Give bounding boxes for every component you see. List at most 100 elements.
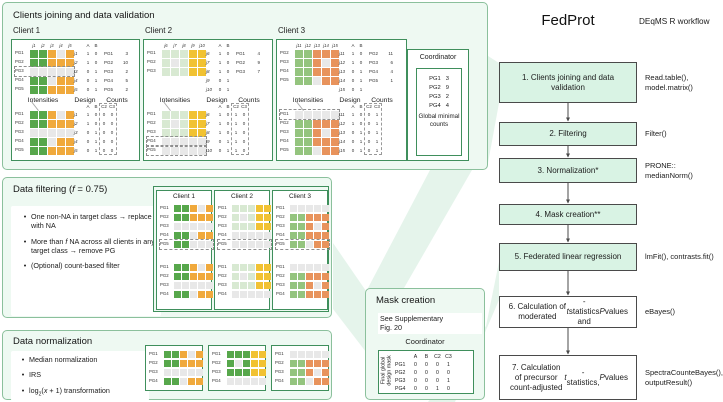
design-value: 0 [367,121,371,126]
matrix-cell [322,241,329,248]
pg-label: PG3 [104,69,114,74]
matrix-cell [171,49,179,58]
count-value: 10 [122,60,128,65]
matrix-row: PG1 [212,350,266,359]
design-col-label: C2 [233,104,239,109]
matrix-cell [180,119,188,128]
client-name: Client 2 [145,26,173,35]
matrix-cell [190,214,197,221]
filtering-panel: Data filtering (f = 0.75) •One non-NA in… [2,177,332,318]
matrix-cell [322,369,329,376]
bullet-item: •More than f NA across all clients in an… [19,237,159,256]
matrix-cell [259,378,266,385]
text-part: -statistics, [566,367,600,387]
bullet-dot: • [21,385,25,395]
matrix-cell [248,273,255,280]
pg-label: PG4 [15,138,24,144]
design-value: 0 [102,130,106,135]
matrix-cell [298,378,305,385]
design-value: 0 [367,130,371,135]
matrix-cell [314,282,321,289]
matrix-row: PG3 [275,368,329,377]
matrix-cell [298,205,305,212]
design-value: 1 [375,121,379,126]
counts-caption: Counts [371,97,393,104]
matrix-row: PG3 [276,222,329,231]
matrix-cell [171,128,179,137]
sample-label: j11 [339,51,345,56]
matrix-cell [290,214,297,221]
matrix-row: PG2 [218,272,271,281]
pg-label: PG2 [280,50,289,56]
matrix-cell [198,110,206,119]
matrix-cell [264,282,271,289]
matrix-cell [30,58,38,67]
matrix-cell [232,264,239,271]
design-col-label: A [86,43,90,48]
matrix-cell [174,291,181,298]
text-part: One non-NA in target class → replace wit… [31,212,152,231]
matrix-cell [57,128,65,137]
matrix-cell [39,110,47,119]
pg-label: PG4 [218,232,227,238]
design-value: 1 [234,148,238,153]
pg-label: PG1 [276,264,285,270]
matrix-cell [189,128,197,137]
design-value: 0 [218,148,222,153]
pg-label: PG5 [15,147,24,153]
bullet-text: More than f NA across all clients in any… [31,237,159,256]
design-col-label: C3 [374,104,380,109]
matrix-cell [304,67,312,76]
text-part: ( [41,385,44,395]
design-value: 0 [226,112,230,117]
sample-label: j2 [74,60,78,65]
pg-label: PG2 [218,214,227,220]
matrix-cell [198,49,206,58]
design-value: 1 [94,148,98,153]
pg-label: PG2 [280,120,289,126]
design-value: 1 [218,51,222,56]
filtering-panel-title: Data filtering (f = 0.75) [13,184,107,195]
design-value: 1 [218,69,222,74]
matrix-cell [162,110,170,119]
matrix-row: PG2 [280,119,339,128]
pg-label: PG1 [15,50,24,56]
workflow-step-function-label: eBayes() [645,307,723,317]
design-value: 1 [218,60,222,65]
design-col-label: C3 [109,104,115,109]
matrix-cell [48,137,56,146]
design-value: 1 [359,148,363,153]
bullet-item: •One non-NA in target class → replace wi… [19,212,159,231]
pg-label: PG5 [104,87,114,92]
design-value: 1 [226,87,230,92]
matrix-cell [264,205,271,212]
matrix-cell [322,214,329,221]
sample-label: j13 [314,42,320,48]
mask-note-line: See Supplementary [380,314,444,323]
matrix-cell [180,137,188,146]
matrix-cell [180,351,187,358]
client-name: Client 3 [278,26,306,35]
count-value: 11 [388,51,393,56]
pg-label: PG3 [15,129,24,135]
design-caption: Design [339,97,361,104]
matrix-cell [180,360,187,367]
matrix-cell [66,58,74,67]
design-value: 1 [351,121,355,126]
sample-label: j3 [50,42,54,48]
matrix-cell [243,378,250,385]
matrix-cell [66,137,74,146]
